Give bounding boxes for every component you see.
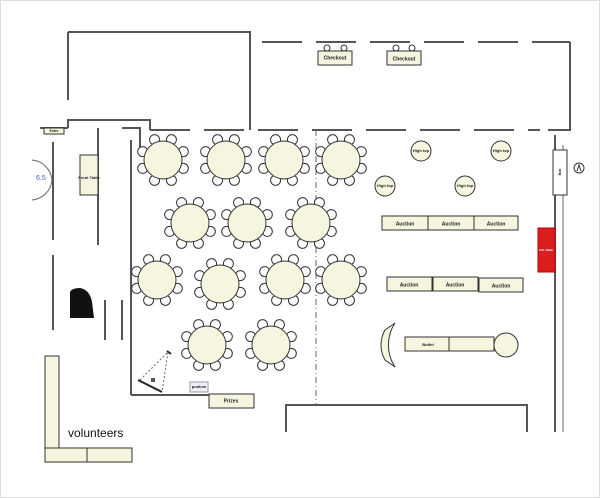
round-table bbox=[164, 197, 216, 249]
svg-text:Auction: Auction bbox=[442, 221, 461, 227]
high-top-table: High top bbox=[374, 175, 396, 197]
table-top bbox=[143, 140, 183, 180]
svg-text:Auction: Auction bbox=[396, 221, 415, 227]
round-table bbox=[194, 258, 246, 310]
round-table bbox=[181, 319, 233, 371]
checkout-table-1: Checkout bbox=[317, 44, 353, 66]
buffet-line: Buffet bbox=[380, 322, 519, 368]
round-table bbox=[137, 134, 189, 186]
svg-text:Enter: Enter bbox=[50, 129, 60, 133]
svg-text:Auction: Auction bbox=[492, 283, 511, 289]
restroom-icon bbox=[573, 162, 585, 174]
front-table: Front Table bbox=[78, 154, 101, 196]
volunteers-label: volunteers bbox=[68, 426, 123, 440]
svg-text:Auction: Auction bbox=[487, 221, 506, 227]
table-top bbox=[137, 260, 177, 300]
checkout-table-2: Checkout bbox=[386, 44, 422, 66]
svg-text:Auction: Auction bbox=[400, 282, 419, 288]
podium: podium bbox=[189, 381, 209, 393]
round-table bbox=[285, 197, 337, 249]
round-table bbox=[221, 197, 273, 249]
round-table bbox=[245, 319, 297, 371]
table-top bbox=[206, 140, 246, 180]
high-top-table: High top bbox=[410, 140, 432, 162]
piano bbox=[70, 288, 94, 318]
round-table bbox=[315, 254, 367, 306]
round-table bbox=[258, 134, 310, 186]
checkout-label: Checkout bbox=[393, 56, 416, 62]
volunteer-tables: volunteers bbox=[44, 355, 133, 463]
high-top-table: High top bbox=[454, 175, 476, 197]
table-top bbox=[264, 140, 304, 180]
svg-text:High top: High top bbox=[413, 148, 430, 153]
high-top-table: High top bbox=[490, 140, 512, 162]
table-top bbox=[321, 260, 361, 300]
round-tables bbox=[131, 134, 367, 371]
screen-projector bbox=[137, 350, 172, 393]
table-top bbox=[291, 203, 331, 243]
red-table: Info Table bbox=[537, 227, 556, 273]
table-top bbox=[170, 203, 210, 243]
svg-text:High top: High top bbox=[493, 148, 510, 153]
auction-tables-row1: Auction Auction Auction bbox=[381, 215, 519, 231]
auction-tables-row2: Auction Auction Auction bbox=[386, 276, 524, 293]
svg-text:Info Table: Info Table bbox=[539, 248, 553, 252]
table-top bbox=[251, 325, 291, 365]
entry-sign: Enter bbox=[43, 127, 65, 135]
bar: Bar bbox=[552, 149, 568, 196]
table-top bbox=[321, 140, 361, 180]
svg-text:Front Table: Front Table bbox=[78, 175, 100, 180]
door-label: 6.5 bbox=[36, 175, 46, 182]
prizes-table: Prizes bbox=[208, 393, 255, 409]
table-top bbox=[227, 203, 267, 243]
svg-text:High top: High top bbox=[457, 183, 474, 188]
round-table bbox=[259, 254, 311, 306]
round-table bbox=[131, 254, 183, 306]
table-top bbox=[187, 325, 227, 365]
table-top bbox=[265, 260, 305, 300]
checkout-label: Checkout bbox=[324, 55, 347, 61]
svg-text:Auction: Auction bbox=[446, 282, 465, 288]
svg-text:Prizes: Prizes bbox=[224, 398, 239, 404]
svg-text:podium: podium bbox=[192, 384, 207, 389]
round-table bbox=[200, 134, 252, 186]
table-top bbox=[200, 264, 240, 304]
svg-text:Buffet: Buffet bbox=[422, 342, 434, 347]
round-table bbox=[315, 134, 367, 186]
svg-text:Bar: Bar bbox=[557, 168, 562, 175]
svg-text:High top: High top bbox=[377, 183, 394, 188]
